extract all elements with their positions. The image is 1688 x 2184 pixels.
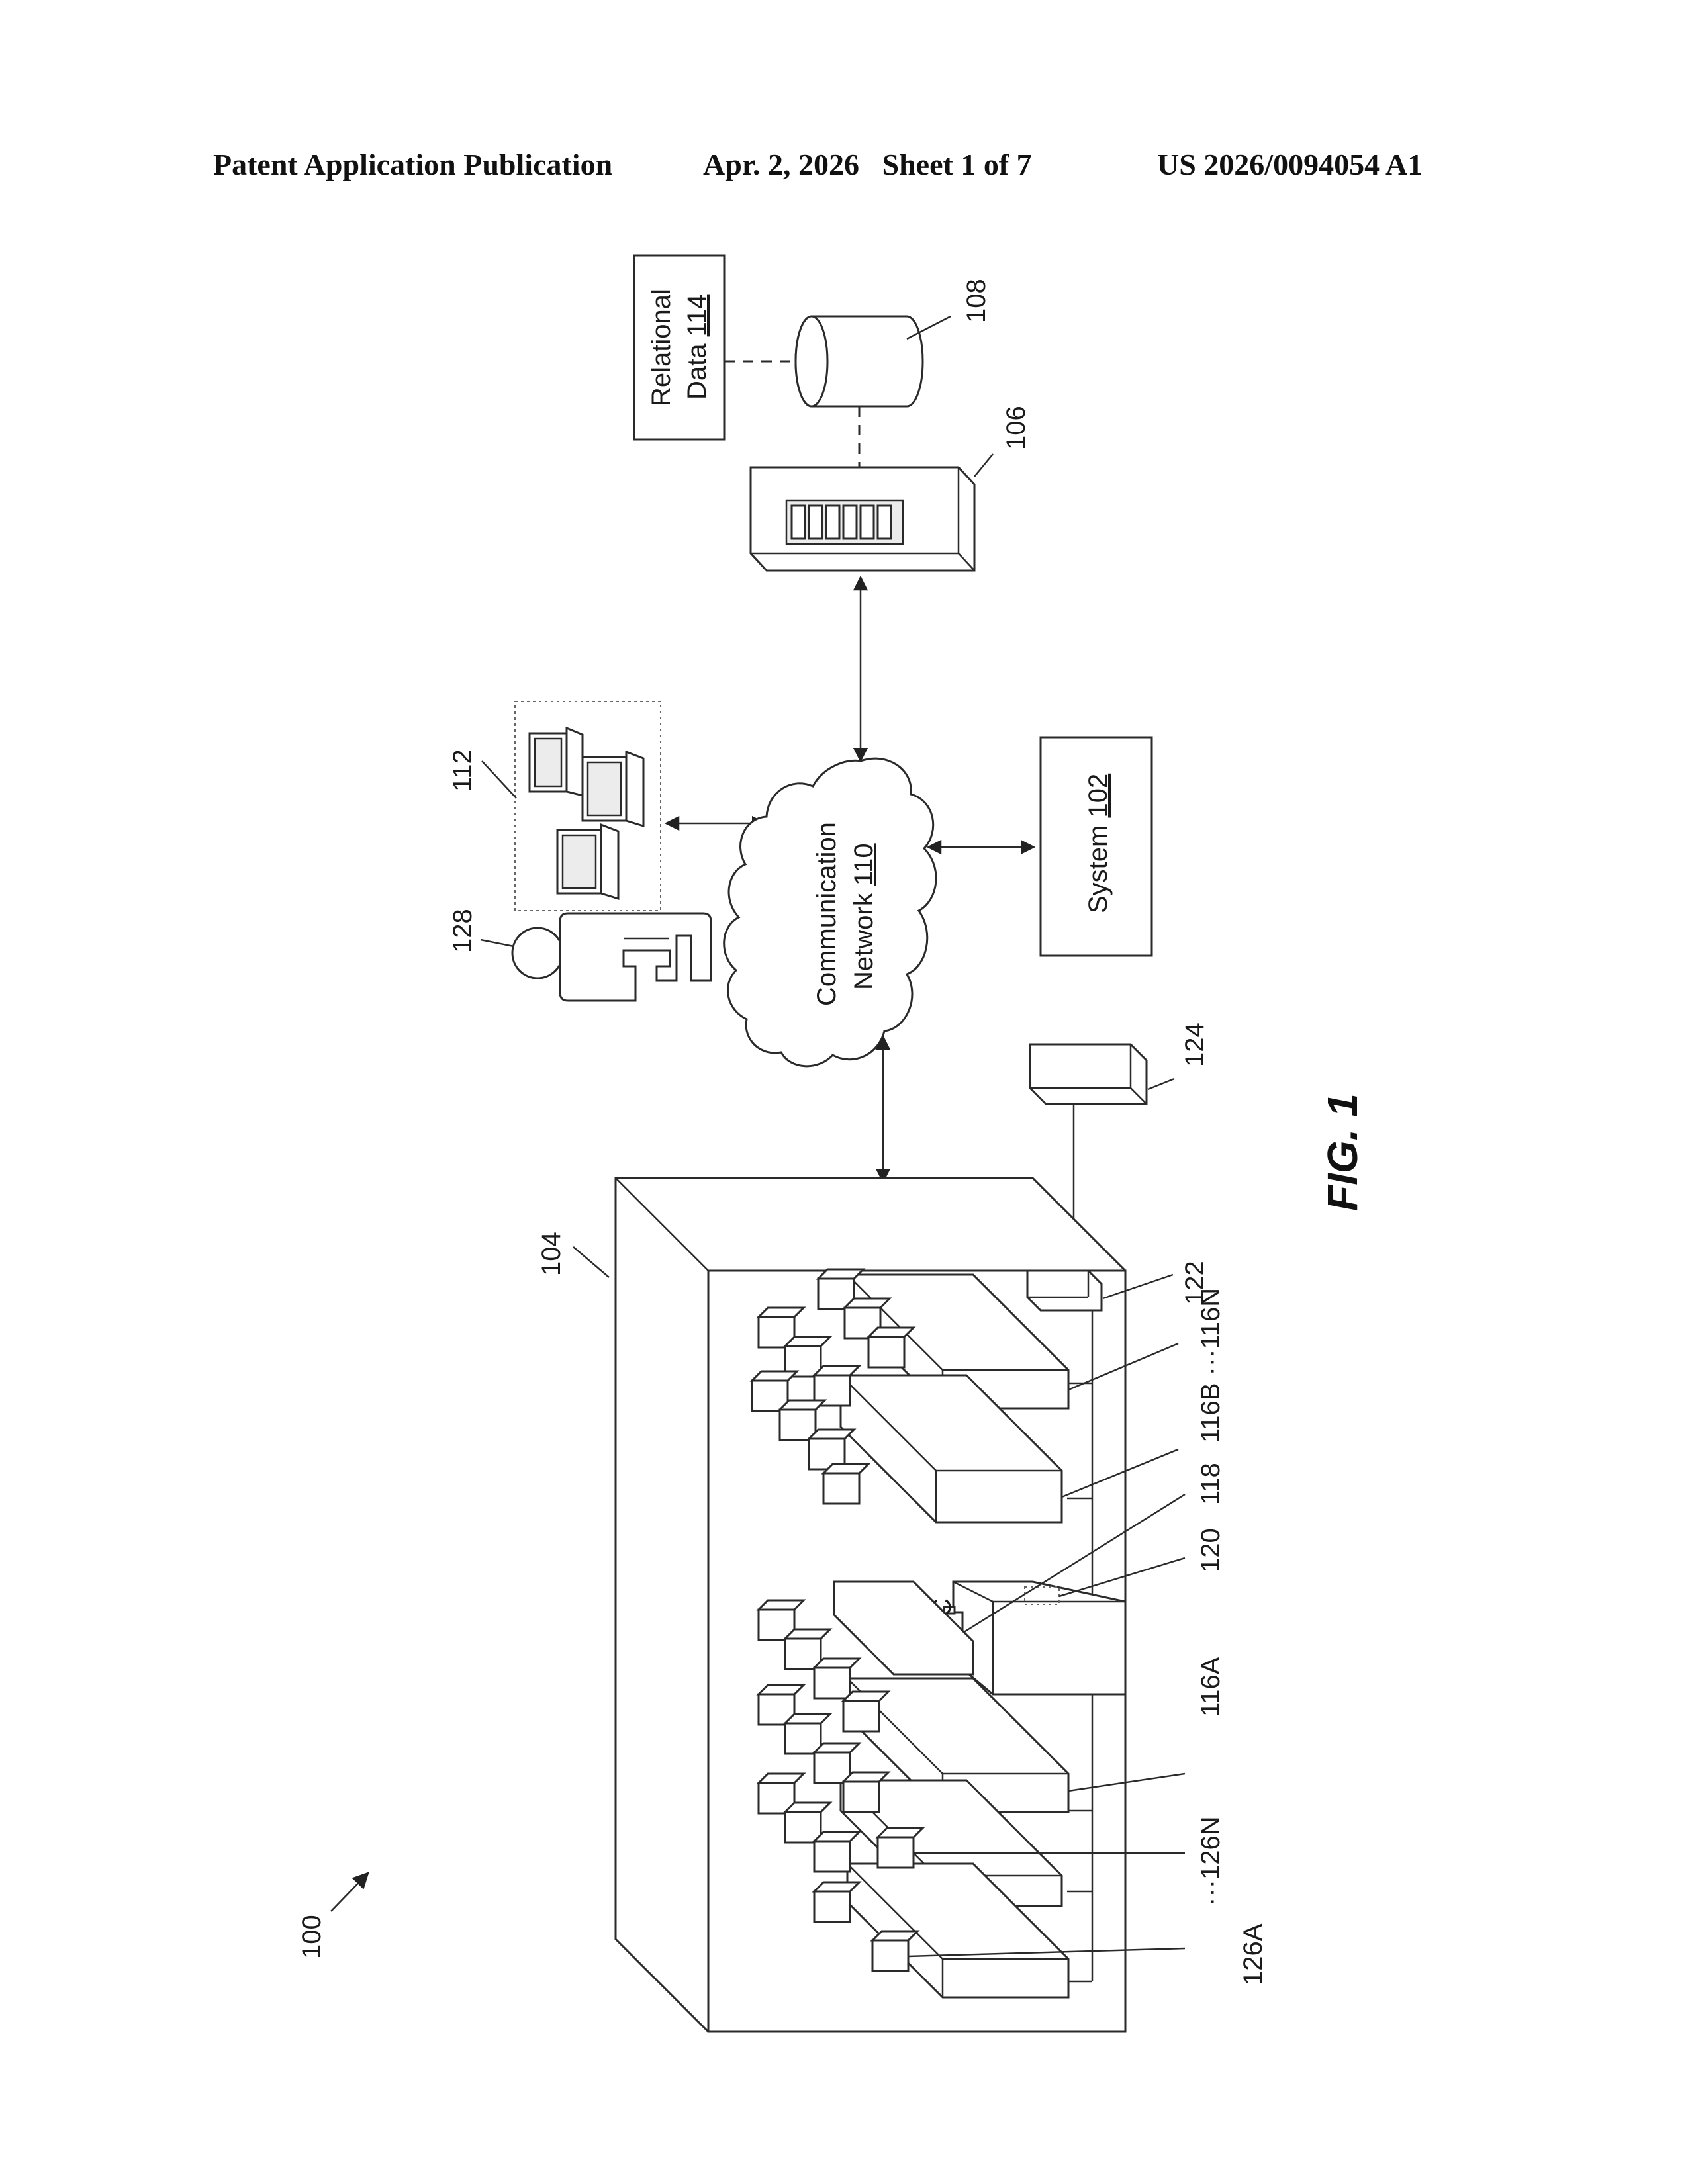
system-ref-100: 100: [297, 1915, 326, 1959]
laptop-icon: [557, 825, 618, 899]
server-icon: [751, 467, 974, 570]
ref-118: 118: [1196, 1463, 1225, 1505]
ref-126a: 126A: [1239, 1923, 1268, 1985]
relational-data-label-line1: Relational: [647, 289, 676, 406]
database-cylinder-icon: [796, 316, 923, 406]
user-icon: [512, 913, 711, 1001]
device-124-icon: [1030, 1044, 1147, 1104]
user-ref-leader: [481, 940, 514, 946]
component-122-icon: [1027, 1271, 1102, 1310]
facility-ref: 104: [537, 1232, 566, 1276]
devices-ref: 112: [448, 749, 477, 792]
laptop-icon: [583, 752, 643, 826]
device-124-ref: 124: [1180, 1023, 1209, 1067]
laptop-icon: [530, 728, 583, 796]
relational-data-box: Relational Data 114: [634, 255, 724, 439]
database-ref: 108: [962, 279, 991, 323]
server-ref-leader: [974, 454, 993, 477]
system-label: System 102: [1084, 774, 1113, 913]
relational-data-label-line2: Data 114: [682, 295, 712, 400]
ref-116a: 116A: [1196, 1657, 1225, 1717]
devices-ref-leader: [482, 761, 516, 798]
facility-ref-leader: [573, 1247, 609, 1277]
devices-group: [515, 702, 661, 911]
figure-caption: FIG. 1: [1319, 1093, 1366, 1211]
system-box: System 102: [1041, 737, 1152, 956]
device-124-ref-leader: [1148, 1079, 1174, 1089]
ref-120: 120: [1196, 1528, 1225, 1572]
ref-126n: ···126N: [1196, 1816, 1225, 1906]
ref-116b-116n: 116B ···116N: [1196, 1288, 1225, 1443]
user-ref: 128: [448, 909, 477, 953]
network-label-line2: Network 110: [849, 843, 878, 990]
server-ref: 106: [1002, 406, 1031, 450]
network-label-line1: Communication: [812, 822, 841, 1006]
system-ref-arrow: [331, 1873, 368, 1911]
